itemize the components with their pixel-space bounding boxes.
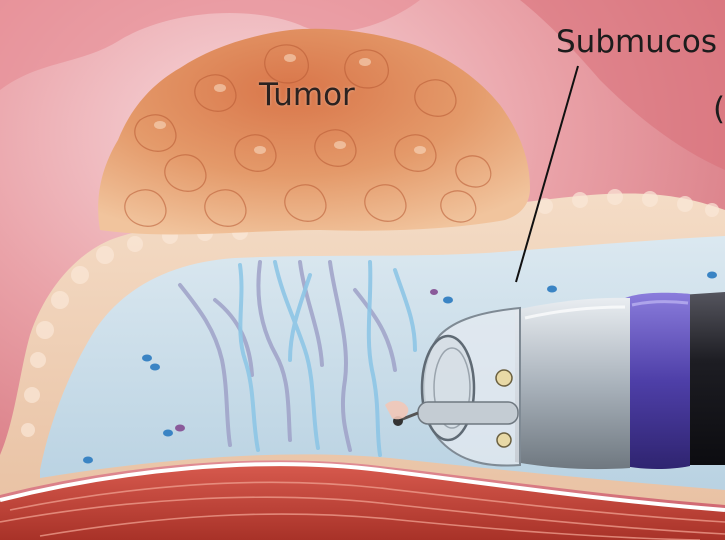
endoscope-sleeve bbox=[515, 297, 630, 470]
sleeve-highlight bbox=[524, 305, 626, 320]
blood-vessels bbox=[178, 260, 417, 457]
needle-shaft bbox=[399, 411, 419, 422]
submucosa-cells bbox=[83, 271, 717, 464]
tumor-highlights bbox=[154, 54, 426, 154]
lens-upper bbox=[495, 369, 513, 387]
endoscope-body bbox=[680, 292, 725, 465]
band-highlight bbox=[631, 300, 689, 307]
submucosa-pointer-line bbox=[515, 65, 579, 283]
partial-label: ( bbox=[713, 91, 725, 127]
muscle-fibers bbox=[0, 481, 725, 540]
endoscope-device bbox=[385, 292, 725, 470]
endoscope-band bbox=[625, 292, 690, 469]
tumor-label: Tumor bbox=[259, 77, 355, 113]
tumor-texture bbox=[124, 44, 492, 227]
cap-inner-rim bbox=[433, 347, 471, 429]
lens-lower bbox=[496, 432, 512, 448]
background-fold bbox=[0, 0, 420, 90]
instrument-rod bbox=[417, 401, 519, 425]
submucosa-label: Submucos bbox=[556, 24, 718, 60]
background-fold-right bbox=[520, 0, 725, 170]
tissue-contact bbox=[385, 400, 409, 420]
muscle-boundary bbox=[0, 462, 725, 512]
tumor-mass bbox=[98, 28, 530, 235]
